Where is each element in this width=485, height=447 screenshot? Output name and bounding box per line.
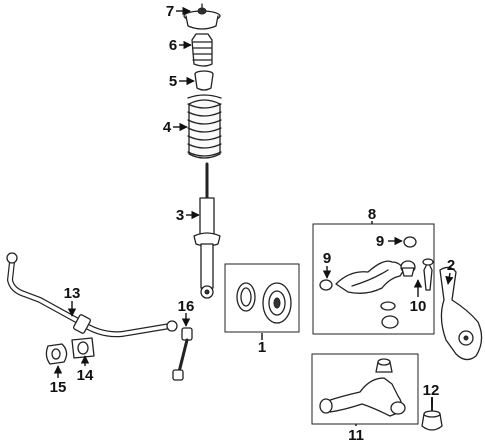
callout-1: 1 (258, 339, 266, 356)
part-steering-knuckle (422, 258, 483, 361)
callout-9-upper: 9 (376, 233, 384, 250)
callout-16: 16 (178, 298, 195, 315)
part-spring-insulator (194, 70, 214, 91)
callout-6: 6 (169, 37, 177, 54)
callout-10: 10 (410, 298, 427, 315)
callout-2: 2 (447, 257, 455, 274)
part-strut-mount (183, 3, 221, 30)
callout-11: 11 (348, 427, 364, 444)
callout-12: 12 (423, 382, 440, 399)
callout-labels: 7 6 5 4 3 1 8 9 9 10 2 11 12 13 14 15 16 (50, 3, 456, 444)
part-stabilizer-bar (6, 252, 178, 338)
part-lower-control-arm-group (311, 353, 419, 425)
part-coil-spring (187, 94, 222, 159)
callout-14: 14 (77, 367, 94, 384)
part-stabilizer-bracket (45, 343, 68, 365)
part-shock-absorber (193, 162, 221, 299)
callout-5: 5 (169, 73, 177, 90)
part-wheel-hub-group (224, 263, 300, 333)
part-bump-boot (191, 33, 213, 67)
callout-13: 13 (64, 285, 81, 302)
leader-lines (53, 6, 454, 426)
part-upper-control-arm-group (312, 223, 435, 335)
callout-9-left: 9 (323, 250, 331, 267)
callout-8: 8 (368, 206, 376, 223)
callout-4: 4 (163, 119, 172, 136)
part-stabilizer-link (172, 327, 193, 381)
part-ball-joint (421, 397, 443, 431)
callout-7: 7 (166, 3, 174, 20)
callout-3: 3 (176, 207, 184, 224)
callout-15: 15 (50, 379, 67, 396)
part-stabilizer-bushing (71, 337, 95, 359)
